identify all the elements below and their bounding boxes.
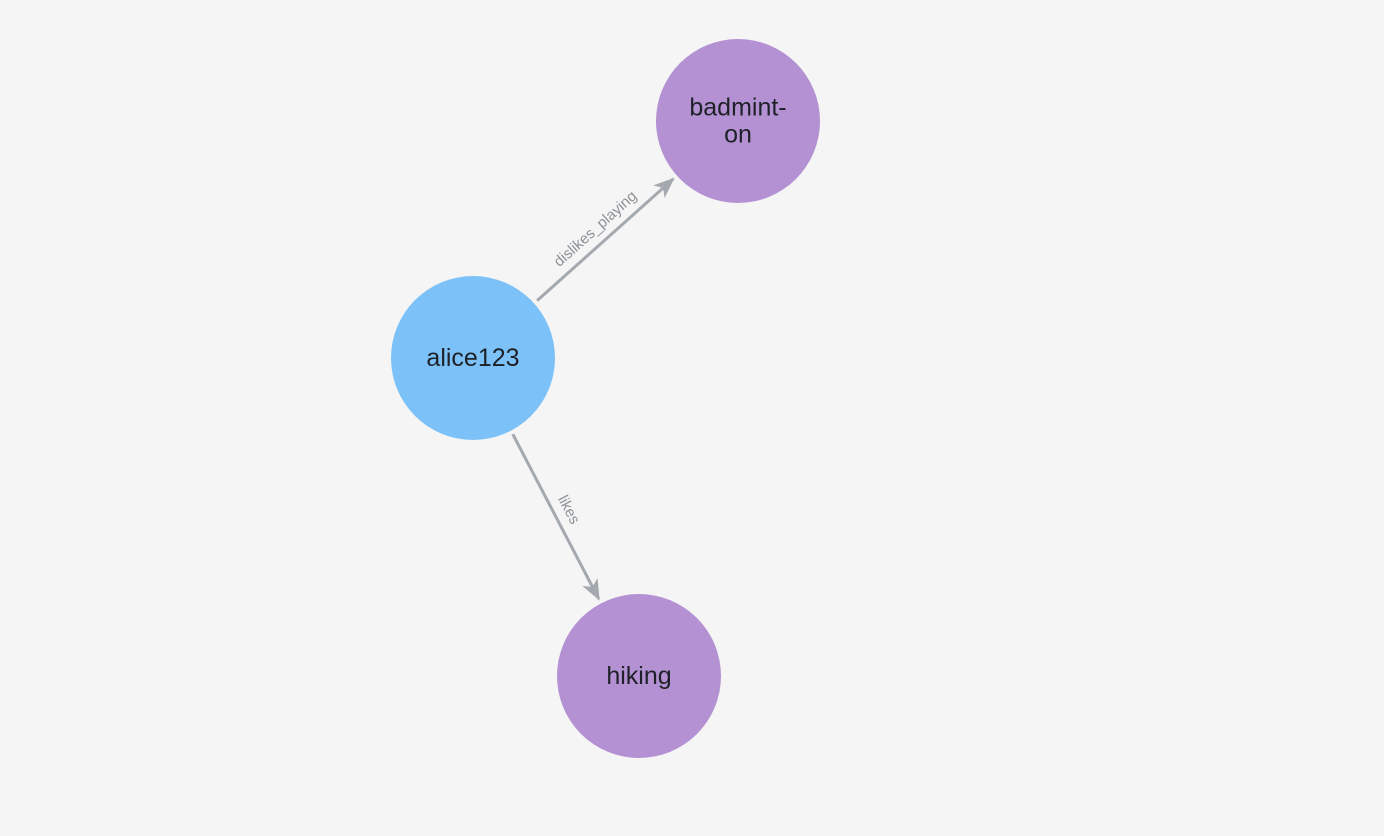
node-circle-alice123[interactable] — [391, 276, 555, 440]
node-circle-hiking[interactable] — [557, 594, 721, 758]
nodes-layer: alice123 badmint-on hiking — [391, 39, 820, 758]
graph-edge-likes: likes — [511, 433, 601, 601]
graph-node-hiking[interactable]: hiking — [557, 594, 721, 758]
graph-node-alice123[interactable]: alice123 — [391, 276, 555, 440]
node-circle-badminton[interactable] — [656, 39, 820, 203]
edge-label: dislikes_playing — [551, 188, 641, 271]
graph-edge-dislikes_playing: dislikes_playing — [536, 177, 675, 302]
edge-line-likes[interactable] — [511, 433, 601, 601]
edge-line-dislikes_playing[interactable] — [536, 177, 675, 302]
graph-node-badminton[interactable]: badmint-on — [656, 39, 820, 203]
